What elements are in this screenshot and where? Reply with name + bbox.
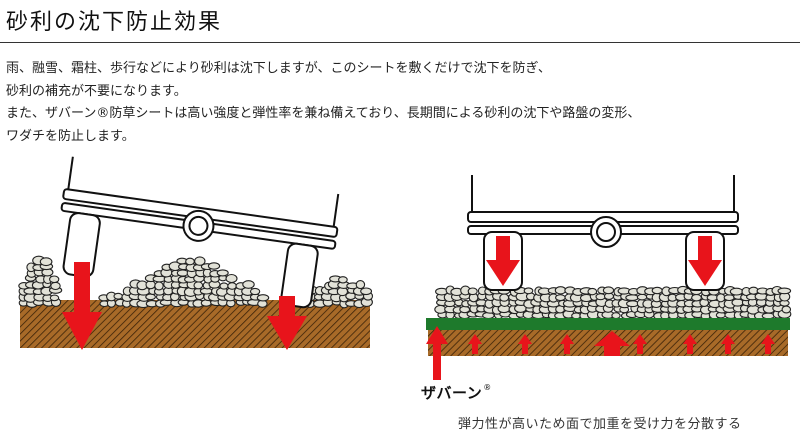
gravel-stone (636, 293, 648, 301)
gravel-stone (691, 293, 702, 302)
gravel-stone (193, 281, 204, 290)
gravel-stone (355, 280, 366, 290)
gravel-stone (256, 294, 270, 302)
gravel-stone (467, 287, 478, 296)
description: 雨、融雪、霜柱、歩行などにより砂利は沈下しますが、このシートを敷くだけで沈下を防… (6, 58, 796, 148)
gravel-stone (781, 305, 792, 314)
gravel-stone (49, 294, 60, 302)
gravel-stone (242, 280, 255, 289)
brand-name: ザバーン (421, 384, 483, 402)
description-line: 砂利の補充が不要になります。 (6, 83, 187, 99)
gravel-stone (145, 293, 156, 301)
gravel-stone (227, 282, 237, 290)
support-arrows (468, 331, 775, 356)
description-line: ワダチを防止します。 (6, 128, 135, 144)
gravel-stone (216, 269, 229, 277)
gravel-stone (39, 257, 53, 267)
support-arrow (594, 331, 630, 356)
gravel-layer (434, 285, 792, 321)
gravel-stone (587, 287, 598, 296)
gravel-stone (625, 294, 639, 301)
pointer-arrow (426, 326, 448, 380)
support-arrow (560, 334, 574, 354)
description-line: また、ザバーン®防草シートは高い強度と弾性率を兼ね備えており、長期間による砂利の… (6, 106, 641, 121)
load-arrow (688, 236, 722, 286)
gravel-stone (185, 257, 195, 266)
sinking-arrow (62, 262, 102, 350)
gravel-stone (595, 293, 606, 301)
sinking-arrow (267, 296, 307, 350)
gravel-stone (49, 275, 60, 284)
gravel-stone (602, 286, 615, 295)
brand-logo: ザバーン® (421, 382, 492, 403)
gravel-stone (777, 287, 792, 295)
gravel-stone (499, 293, 510, 302)
gravel-stone (176, 269, 189, 277)
load-arrow (486, 236, 520, 286)
gravel-stone (360, 287, 373, 296)
gravel-stone (611, 312, 621, 320)
gravel-stone (338, 276, 348, 284)
page-title: 砂利の沈下防止効果 (6, 10, 223, 35)
weed-sheet (426, 318, 790, 330)
gravel-stone (729, 287, 744, 296)
gravel-layer (18, 255, 374, 309)
gravel-stone (571, 312, 582, 320)
gravel-stone (113, 292, 123, 300)
gravel-stone (249, 287, 261, 296)
illustration-caption: 弾力性が高いため面で加重を受け力を分散する (458, 417, 742, 432)
support-arrow (683, 334, 697, 354)
gravel-stone (207, 262, 221, 270)
level-platform (467, 175, 739, 291)
gravel-stone (194, 256, 206, 266)
gravel-stone (554, 286, 567, 295)
gravel-stone (523, 287, 534, 295)
gravel-stone (555, 294, 566, 302)
support-arrow (468, 334, 482, 354)
support-arrow (761, 334, 775, 354)
registered-mark: ® (483, 383, 492, 392)
gravel-stone (706, 294, 719, 302)
gravel-stone (626, 300, 639, 308)
gravel-stone (761, 312, 775, 320)
gravel-stone (651, 286, 663, 295)
title-divider (0, 42, 800, 43)
illustration-with-sheet (426, 175, 792, 380)
support-arrow (518, 334, 532, 354)
gravel-stone (154, 281, 164, 291)
support-arrow (721, 334, 735, 354)
gravel-stone (731, 298, 744, 307)
illustration-without-sheet (18, 156, 374, 350)
tilted-platform (60, 156, 340, 309)
support-arrow (633, 334, 647, 354)
description-line: 雨、融雪、霜柱、歩行などにより砂利は沈下しますが、このシートを敷くだけで沈下を防… (6, 61, 551, 76)
gravel-stone (219, 282, 229, 290)
gravel-stone (50, 281, 61, 291)
gravel-stone (723, 294, 735, 302)
gravel-stone (225, 273, 238, 284)
